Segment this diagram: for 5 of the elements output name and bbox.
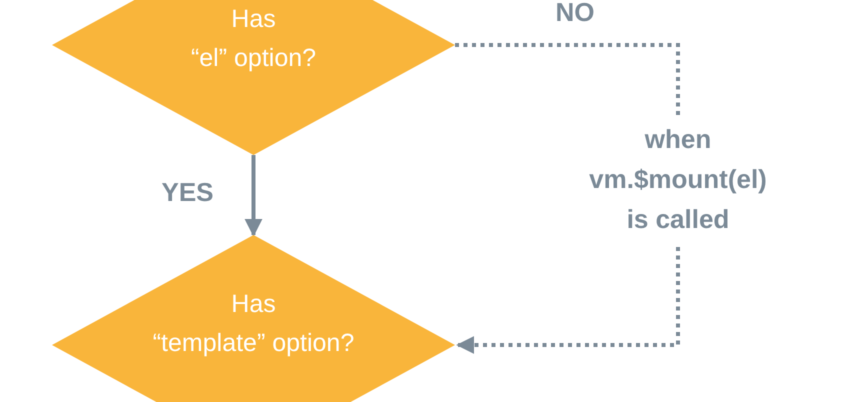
decision-text: Has “el” option? [190, 4, 318, 74]
decision-diamond [52, 235, 455, 402]
arrow [244, 155, 262, 237]
decision-text: Has “template” option? [152, 289, 356, 359]
decision-diamond [52, 0, 455, 155]
